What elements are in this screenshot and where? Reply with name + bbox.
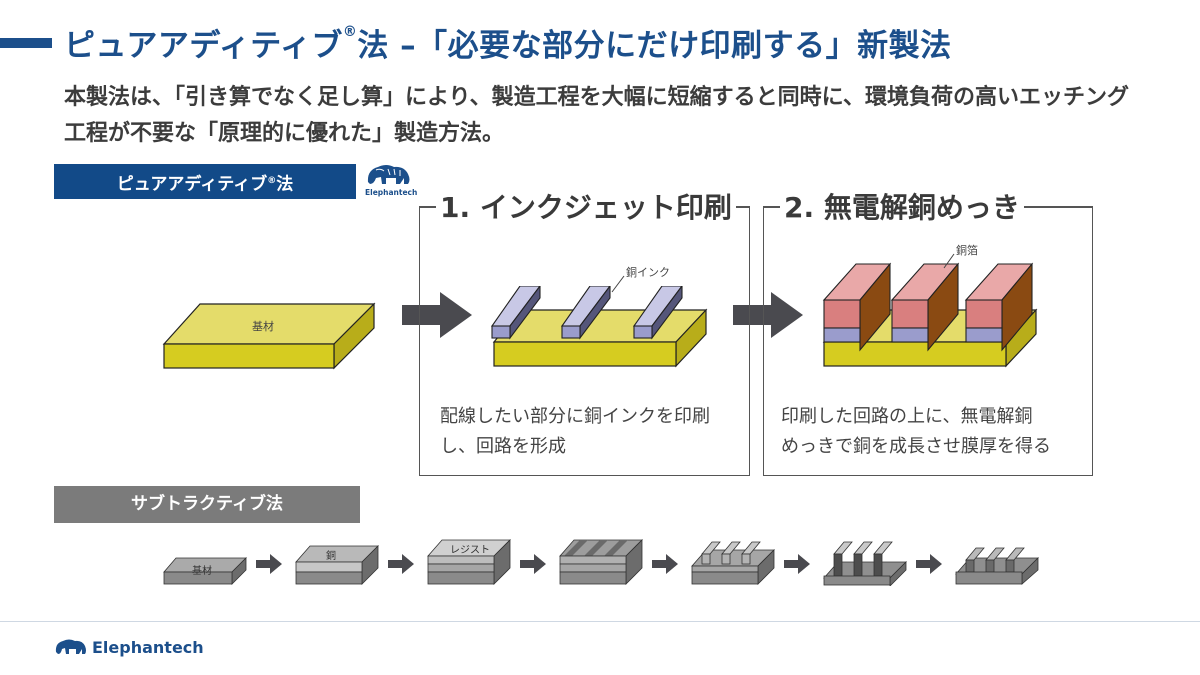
title-main: ピュアアディティブ: [64, 28, 343, 64]
step1-diagram: [490, 286, 708, 368]
pure-additive-reg: ®: [267, 176, 277, 186]
subtractive-stage-etch: [823, 541, 907, 586]
step1-description-line1: 配線したい部分に銅インクを印刷: [440, 406, 710, 427]
subtractive-stage-copper: [295, 545, 379, 585]
step2-title: 2. 無電解銅めっき: [780, 186, 1024, 226]
step1-title: 1. インクジェット印刷: [436, 186, 736, 226]
pure-additive-label: ピュアアディティブ: [116, 174, 268, 195]
step1-description: 配線したい部分に銅インクを印刷 し、回路を形成: [440, 402, 710, 462]
intro-line-1: 本製法は、「引き算でなく足し算」により、製造工程を大幅に短縮すると同時に、環境負…: [64, 85, 1130, 110]
step2-description: 印刷した回路の上に、無電解銅 めっきで銅を成長させ膜厚を得る: [781, 402, 1051, 462]
title-accent-bar: [0, 38, 52, 48]
arrow-right-icon: [388, 554, 414, 574]
arrow-right-icon: [733, 292, 803, 338]
callout-line: [943, 253, 955, 269]
subtractive-stage-substrate: [163, 557, 247, 585]
step2-diagram: [822, 262, 1038, 368]
subtractive-stage-resist: [427, 539, 511, 585]
step1-callout: 銅インク: [626, 266, 670, 279]
step2-description-line1: 印刷した回路の上に、無電解銅: [781, 406, 1033, 427]
subtractive-stage-label: 銅: [326, 551, 336, 562]
title-rest: 法 –「必要な部分にだけ印刷する」新製法: [357, 28, 952, 64]
arrow-right-icon: [520, 554, 546, 574]
subtractive-header: サブトラクティブ法: [54, 486, 360, 523]
elephant-logo-icon: [55, 639, 86, 654]
pure-additive-suffix: 法: [276, 174, 294, 195]
elephant-logo-icon: [367, 165, 410, 184]
substrate-label: 基材: [252, 320, 274, 333]
arrow-right-icon: [652, 554, 678, 574]
intro-text: 本製法は、「引き算でなく足し算」により、製造工程を大幅に短縮すると同時に、環境負…: [64, 80, 1129, 152]
page-title: ピュアアディティブ®法 –「必要な部分にだけ印刷する」新製法: [64, 20, 952, 65]
arrow-right-icon: [256, 554, 282, 574]
subtractive-stage-exposure: [559, 539, 643, 585]
arrow-right-icon: [402, 292, 472, 338]
subtractive-stage-label: レジスト: [450, 545, 490, 556]
step1-description-line2: し、回路を形成: [440, 436, 566, 457]
callout-line: [611, 275, 625, 293]
footer-divider: [0, 621, 1200, 622]
arrow-right-icon: [784, 554, 810, 574]
subtractive-stage-develop: [691, 541, 775, 585]
pure-additive-header: ピュアアディティブ®法: [54, 164, 356, 199]
substrate-block: [162, 302, 376, 370]
intro-line-2: 工程が不要な「原理的に優れた」製造方法。: [64, 121, 505, 146]
step2-callout: 銅箔: [956, 244, 978, 257]
step1-box: [419, 206, 750, 476]
arrow-right-icon: [916, 554, 942, 574]
mini-logo-text: Elephantech: [365, 188, 418, 197]
footer-brand: Elephantech: [92, 638, 204, 657]
step2-box: [763, 206, 1093, 476]
title-registered-mark: ®: [342, 24, 358, 40]
step2-description-line2: めっきで銅を成長させ膜厚を得る: [781, 436, 1051, 457]
subtractive-stage-label: 基材: [192, 566, 212, 577]
subtractive-stage-final: [955, 547, 1039, 585]
